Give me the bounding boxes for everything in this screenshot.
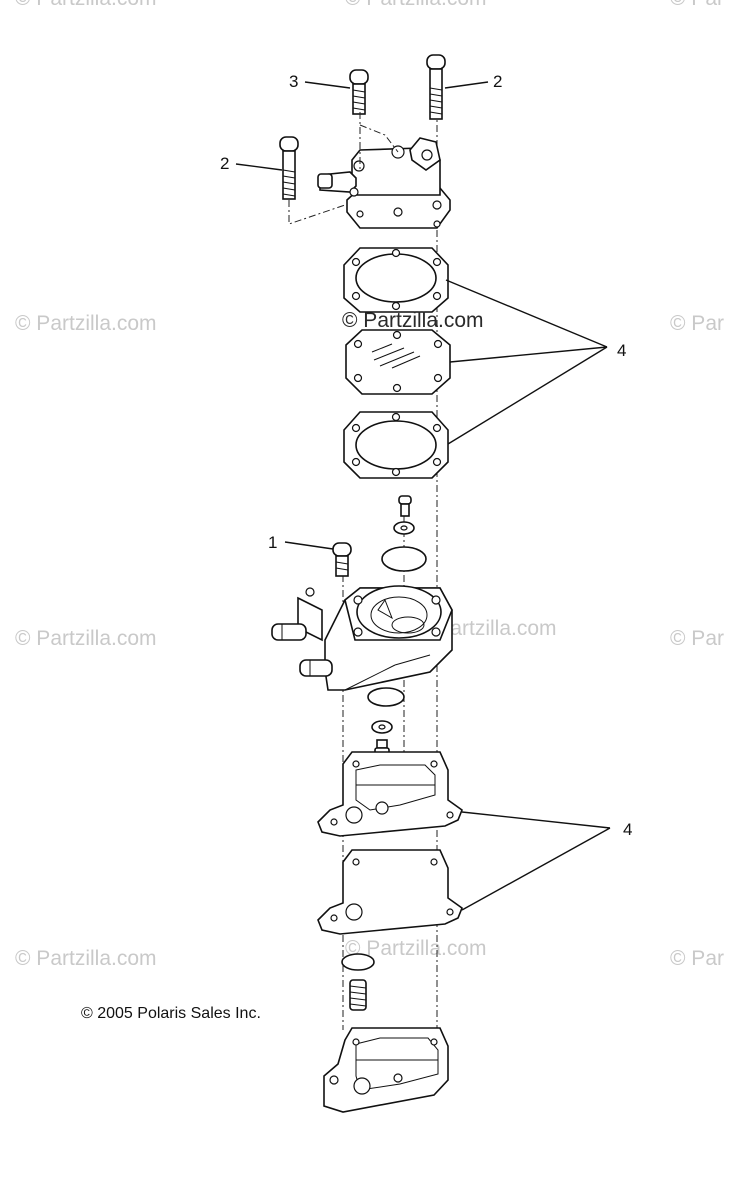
diaphragm-upper	[345, 329, 451, 395]
copyright-notice: © 2005 Polaris Sales Inc.	[81, 1005, 261, 1022]
watermark-layer: © Partzilla.com © Partzilla.com © Par © …	[15, 0, 724, 970]
watermark-top-right: © Par	[670, 0, 724, 10]
screw-part-1	[332, 542, 352, 577]
gasket-upper-1	[343, 247, 449, 313]
callout-2-right: 2	[493, 72, 502, 91]
watermark-left-2: © Partzilla.com	[15, 627, 157, 650]
watermark-center-1: © Partzilla.com	[342, 309, 484, 332]
watermark-right-3: © Par	[670, 947, 724, 970]
pump-top-cover	[288, 112, 451, 229]
watermark-top-center: © Partzilla.com	[345, 0, 487, 10]
callout-4-lower: 4	[623, 820, 632, 839]
valve-screw-upper	[381, 495, 427, 572]
gasket-lower-1	[317, 751, 463, 837]
pump-body	[271, 585, 453, 691]
gasket-lower-2	[317, 849, 463, 935]
watermark-top-left: © Partzilla.com	[15, 0, 157, 10]
bolt-part-2-right	[426, 54, 446, 120]
gasket-upper-2	[343, 411, 449, 479]
leader-lines	[235, 81, 611, 911]
bolt-part-2-left	[279, 136, 299, 200]
watermark-left-1: © Partzilla.com	[15, 312, 157, 335]
callout-4-upper: 4	[617, 341, 626, 360]
screw-part-3	[349, 69, 369, 115]
callout-3: 3	[289, 72, 298, 91]
callout-labels: 3 2 2 4 1 4	[220, 72, 632, 839]
valve-screw-lower	[367, 687, 405, 755]
check-valve-spring	[341, 953, 375, 1011]
callout-1: 1	[268, 533, 277, 552]
watermark-center-3: © Partzilla.com	[345, 937, 487, 960]
watermark-right-1: © Par	[670, 312, 724, 335]
watermark-left-3: © Partzilla.com	[15, 947, 157, 970]
pump-base	[323, 1027, 449, 1113]
watermark-right-2: © Par	[670, 627, 724, 650]
callout-2-left: 2	[220, 154, 229, 173]
